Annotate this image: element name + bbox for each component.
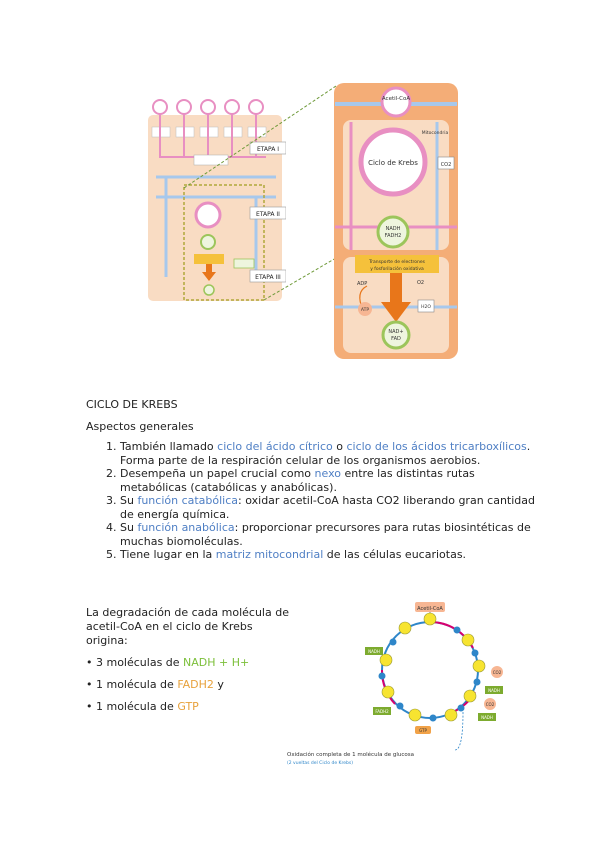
highlight-gtp: GTP [177,700,199,713]
list-item: Su función catabólica: oxidar acetil-CoA… [120,494,540,521]
transporte-label-2: y fosforilación oxidativa [370,265,424,272]
krebs-cycle-diagram: Acetil-CoA NADH FADH2 NADH NADH CO2 CO2 … [287,602,503,766]
cycle-gtp: GTP [419,728,427,733]
acetil-coa-label: Acetil-CoA [382,96,410,102]
item-text: . Forma parte de la respiración celular … [120,440,531,467]
atp-label: ATP [361,307,369,313]
degradation-paragraph: La degradación de cada molécula de aceti… [86,606,289,647]
nad-label: NAD+ [388,329,403,335]
cycle-nadh-1: NADH [368,649,380,654]
bullet-text: • 3 moléculas de [86,656,184,669]
cycle-nadh-2: NADH [488,688,500,693]
highlight-term: nexo [314,467,341,480]
highlight-term: función catabólica [137,494,239,507]
mitochondria-detail-diagram: Acetil-CoA Mitocondria Ciclo de Krebs CO… [334,83,458,359]
bullet-text: y [213,678,224,691]
bullet-fadh2: • 1 molécula de FADH2 y [86,678,224,691]
ciclo-label: Ciclo de Krebs [368,159,418,167]
bullet-text: • 1 molécula de [86,700,178,713]
acetyl-coa-label: Acetil-CoA [417,606,443,612]
item-text: o [332,440,347,453]
item-text: entre las distintas rutas metabólicas (c… [120,467,475,494]
cycle-fadh2: FADH2 [375,709,389,714]
transporte-label-1: Transporte de electrones [368,259,426,265]
item-text: Tiene lugar en la [120,548,216,561]
item-text: También llamado [120,440,218,453]
etapa-2-label: ETAPA II [256,211,280,218]
adp-label: ADP [357,281,367,287]
cycle-nadh-3: NADH [481,715,493,720]
bullet-gtp: • 1 molécula de GTP [86,700,199,713]
list-item: También llamado ciclo del ácido cítrico … [120,440,540,467]
h2o-label: H2O [421,304,431,310]
o2-label: O2 [417,280,424,286]
bullet-nadh: • 3 moléculas de NADH + H+ [86,656,249,669]
item-text: de las células eucariotas. [323,548,467,561]
etapa-3-label: ETAPA III [255,274,281,281]
etapa-1-label: ETAPA I [257,146,279,153]
list-item: Desempeña un papel crucial como nexo ent… [120,467,540,494]
zoom-connector-lines [183,85,337,301]
item-text: : proporcionar precursores para rutas bi… [120,521,531,548]
co2-label: CO2 [441,162,452,168]
cycle-co2-b: CO2 [486,702,495,707]
item-text: Su [120,494,138,507]
metabolism-overview-diagram: ETAPA I ETAPA II ETAPA III [148,99,286,301]
bullet-text: • 1 molécula de [86,678,178,691]
section-subtitle: Aspectos generales [86,420,194,433]
cycle-co2-a: CO2 [493,670,502,675]
list-item: Su función anabólica: proporcionar precu… [120,521,540,548]
item-text: : oxidar acetil-CoA hasta CO2 liberando … [120,494,535,521]
highlight-term: función anabólica [137,521,235,534]
highlight-term: matriz mitocondrial [215,548,324,561]
nadh-label: NADH [386,226,401,232]
highlight-term: ciclo de los ácidos tricarboxílicos [346,440,527,453]
item-text: Desempeña un papel crucial como [120,467,315,480]
fad-label: FAD [391,336,401,342]
list-item: Tiene lugar en la matriz mitocondrial de… [120,548,540,562]
highlight-nadh: NADH + H+ [183,656,250,669]
cycle-caption: Oxidación completa de 1 molécula de gluc… [287,751,414,758]
aspects-list: También llamado ciclo del ácido cítrico … [86,440,540,562]
section-title: CICLO DE KREBS [86,398,178,411]
highlight-fadh2: FADH2 [177,678,214,691]
fadh-label: FADH2 [385,233,402,239]
highlight-term: ciclo del ácido cítrico [217,440,333,453]
cycle-caption-sub: (2 vueltas del Ciclo de Krebs) [287,760,353,766]
mitocondria-label: Mitocondria [422,130,449,136]
item-text: Su [120,521,138,534]
